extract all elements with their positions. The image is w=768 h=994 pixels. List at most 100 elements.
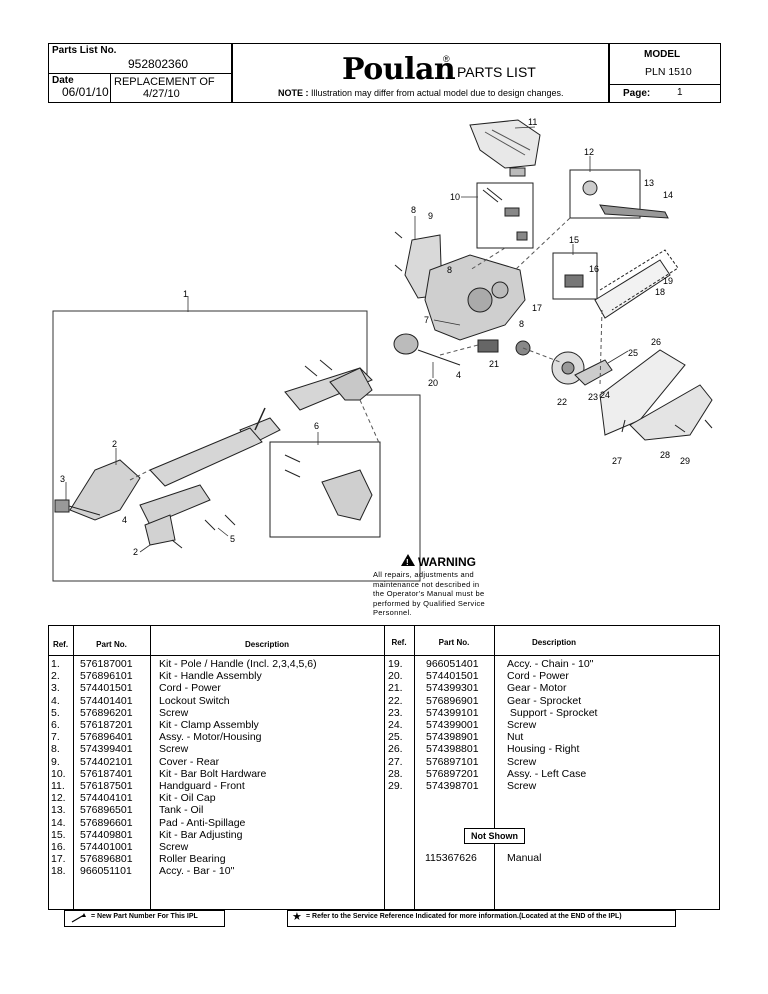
brand-logo: Poulan	[342, 52, 456, 87]
part-description: Screw	[507, 755, 537, 768]
sprocket-gear	[477, 339, 613, 386]
svg-text:!: !	[406, 558, 409, 567]
part-description: Kit - Pole / Handle (Incl. 2,3,4,5,6)	[159, 658, 317, 670]
part-number: 574404101	[80, 792, 133, 805]
callout-13: 13	[644, 178, 655, 188]
callout-27: 27	[612, 456, 623, 466]
part-description: Screw	[159, 706, 189, 719]
part-description: Assy. - Left Case	[507, 767, 587, 780]
part-ref: 25.	[388, 731, 403, 744]
clamp	[329, 367, 373, 401]
part-number: 574401501	[80, 682, 133, 695]
column-divider	[384, 625, 385, 910]
part-description: Cord - Power	[159, 682, 221, 695]
part-ref: 29.	[388, 780, 403, 792]
column-divider	[150, 625, 151, 910]
callout-6: 6	[314, 421, 320, 431]
part-ref: 5.	[51, 706, 60, 719]
part-number: 576187401	[80, 767, 133, 780]
callout-11: 11	[528, 117, 538, 127]
callout-8: 8	[411, 205, 417, 215]
replacement-label: REPLACEMENT OF	[114, 76, 215, 88]
oil-tank	[599, 204, 669, 219]
bar-adjuster	[564, 274, 584, 288]
part-number: 574399001	[426, 719, 479, 731]
callout-7: 7	[424, 315, 430, 325]
callout-2: 2	[133, 547, 139, 557]
callout-20: 20	[428, 378, 439, 388]
header-description: Description	[244, 640, 289, 649]
registered-mark: ®	[443, 54, 450, 64]
assembly-leaders	[129, 217, 603, 481]
part-number: 576897101	[426, 755, 479, 768]
header-description: Description	[531, 638, 576, 647]
part-ref: 12.	[51, 792, 66, 805]
callout-8: 8	[519, 319, 525, 329]
part-description: Nut	[507, 731, 524, 744]
header-part-no: Part No.	[96, 640, 127, 649]
left-case	[629, 384, 713, 441]
part-ref: 21.	[388, 682, 403, 695]
warning-line: the Operator's Manual must be	[373, 589, 485, 598]
warning-title: WARNING	[418, 555, 476, 569]
date-label: Date	[52, 75, 74, 86]
warning-line: performed by Qualified Service	[373, 598, 485, 608]
part-number: 576896801	[80, 853, 133, 866]
pole-kit-frame	[52, 310, 421, 582]
callout-14: 14	[663, 190, 674, 200]
callout-21: 21	[489, 359, 500, 369]
part-number: 576896501	[80, 804, 133, 817]
motor-housing	[424, 254, 526, 341]
part-number: 576896201	[80, 706, 133, 719]
page-number: 1	[677, 87, 683, 98]
part-number: 574401001	[80, 841, 133, 853]
callout-29: 29	[680, 456, 691, 466]
part-description: Assy. - Motor/Housing	[159, 731, 262, 744]
part-ref: 7.	[51, 731, 60, 744]
part-ref: 18.	[51, 865, 66, 878]
housing-right	[599, 349, 686, 436]
parts-list-title: PARTS LIST	[457, 64, 536, 80]
part-number: 574401401	[80, 694, 133, 707]
part-description: Screw	[507, 719, 537, 731]
part-number: 574399101	[426, 706, 479, 719]
header-ref: Ref.	[391, 638, 407, 647]
callout-18: 18	[655, 287, 666, 297]
part-ref: 9.	[51, 755, 60, 768]
exploded-parts-diagram: !	[52, 119, 713, 582]
callout-leaders	[65, 126, 629, 553]
motor-power-cord	[393, 333, 461, 366]
not-shown-desc: Manual	[507, 852, 542, 864]
handle-assembly	[69, 459, 211, 546]
callout-17: 17	[532, 303, 543, 313]
callout-5: 5	[230, 534, 236, 544]
column-divider	[494, 625, 495, 910]
not-shown-label: Not Shown	[464, 828, 525, 844]
bar-adjusting-frame	[552, 252, 598, 300]
bar-bolts	[482, 187, 528, 241]
part-description: Accy. - Chain - 10"	[507, 658, 594, 670]
callout-26: 26	[651, 337, 662, 347]
model-label: MODEL	[644, 49, 681, 60]
service-ref-legend-box	[287, 910, 676, 927]
part-ref: 4.	[51, 694, 60, 707]
warning-line: Personnel.	[373, 608, 412, 617]
header-part-no: Part No.	[438, 638, 470, 647]
part-description: Lockout Switch	[159, 694, 230, 707]
warning-icon: !	[401, 554, 415, 567]
model: PLN 1510	[645, 66, 692, 78]
part-ref: 22.	[388, 694, 403, 707]
new-part-legend: = New Part Number For This IPL	[91, 913, 198, 920]
part-ref: 10.	[51, 767, 66, 780]
header-divider	[609, 84, 721, 85]
model-box	[609, 43, 721, 103]
part-description: Kit - Bar Adjusting	[159, 828, 243, 841]
part-ref: 2.	[51, 670, 60, 683]
callout-2: 2	[112, 439, 118, 449]
part-ref: 20.	[388, 670, 403, 683]
clamp-kit-frame	[269, 441, 381, 538]
part-number: 574398801	[426, 743, 479, 756]
part-ref: 3.	[51, 682, 60, 695]
part-number: 966051401	[426, 658, 479, 670]
star-icon: ★	[292, 911, 302, 923]
